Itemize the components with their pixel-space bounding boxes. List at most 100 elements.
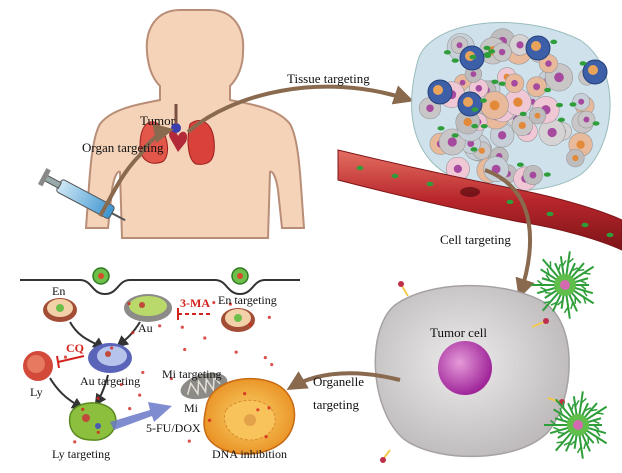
nanoparticle: [470, 147, 478, 152]
label-organelle: Organelle: [313, 374, 365, 389]
nanoparticle: [557, 117, 565, 123]
nanoparticle: [471, 107, 479, 112]
cell-membrane: [20, 279, 300, 296]
tissue-cell-nucleus: [426, 104, 434, 112]
nanoparticle: [544, 87, 552, 93]
label-tumor-cell: Tumor cell: [430, 325, 487, 340]
label-au: Au: [138, 321, 153, 335]
tissue-targeting-arrow: [186, 84, 414, 134]
tissue-cell-nucleus: [547, 127, 557, 138]
tissue-cell-nucleus: [478, 147, 485, 154]
dendritic-cell-bottom: [544, 391, 608, 459]
label-organelle-targeting: targeting: [313, 397, 359, 412]
nanoparticle: [555, 102, 563, 108]
nanoparticle: [606, 232, 614, 238]
nanoparticle: [498, 81, 506, 86]
label-ly: Ly: [30, 385, 43, 399]
tissue-cell-nucleus: [513, 97, 523, 107]
nanoparticle-icon: [92, 267, 110, 285]
nanoparticle: [579, 61, 587, 66]
nanoparticle: [469, 54, 477, 60]
label-cq: CQ: [66, 341, 84, 355]
tissue-cell-nucleus: [497, 131, 507, 140]
tissue-cell-nucleus: [516, 41, 524, 49]
nanoparticle: [543, 172, 551, 177]
nanoparticle: [483, 52, 491, 57]
lysosome: [23, 351, 53, 381]
endosome: [43, 298, 77, 322]
tissue-cell-nucleus: [470, 71, 477, 78]
lysosome-targeted: [68, 402, 117, 441]
nanoparticle: [426, 181, 434, 187]
tissue-cell-nucleus: [578, 98, 585, 105]
label-mi: Mi: [184, 401, 199, 415]
label-organ-targeting: Organ targeting: [82, 140, 164, 155]
tissue-cell-nucleus: [534, 112, 541, 119]
tissue-cell-nucleus: [572, 154, 579, 162]
nanoparticle: [488, 49, 496, 54]
syringe-icon: [37, 168, 126, 222]
label-dna-inhibition: DNA inhibition: [212, 447, 288, 461]
organelle-targeting-arrow: [286, 371, 401, 391]
label-3ma: 3-MA: [180, 296, 210, 310]
label-5fu-dox: 5-FU/DOX: [146, 421, 201, 435]
tumor-stem-cell-nucleus: [463, 97, 473, 107]
nanoparticle-icon: [231, 267, 249, 285]
endosome-targeted: [221, 308, 255, 332]
nanoparticle: [491, 79, 499, 85]
nanoparticle: [581, 222, 589, 228]
tissue-cell-nucleus: [475, 85, 483, 92]
label-cell-targeting: Cell targeting: [440, 232, 511, 247]
right-lung: [187, 120, 215, 165]
tissue-cell-nucleus: [447, 137, 457, 147]
nanoparticle: [480, 123, 488, 129]
tissue-cell-nucleus: [545, 60, 552, 67]
label-en: En: [52, 284, 66, 298]
label-ly-targeting: Ly targeting: [52, 447, 111, 461]
cell-nucleus: [438, 341, 492, 395]
nanoparticle: [550, 39, 558, 45]
tissue-cell-nucleus: [453, 164, 462, 173]
tissue-cell-nucleus: [533, 83, 541, 91]
cq-inhibitor-line: [57, 355, 85, 363]
label-tumor: Tumor: [140, 113, 175, 128]
tissue-cell-nucleus: [518, 121, 526, 130]
nanoparticle: [451, 58, 459, 63]
organ-targeting-arrow: [98, 123, 174, 218]
nanoparticle: [479, 98, 487, 103]
nanoparticle: [391, 173, 399, 179]
tissue-cell-nucleus: [491, 164, 501, 174]
cell-targeting-arrow: [484, 168, 535, 299]
nanoparticle: [451, 133, 459, 138]
tumor-stem-cell-nucleus: [588, 65, 598, 75]
nanoparticle: [519, 111, 527, 117]
nanoparticle: [546, 211, 554, 217]
blood-vessel: [337, 149, 622, 251]
nanoparticle: [443, 50, 451, 55]
tumor-stem-cell-nucleus: [433, 85, 443, 95]
nanoparticle: [506, 199, 514, 205]
tissue-cell-nucleus: [459, 79, 466, 86]
tissue-cell-nucleus: [554, 72, 564, 83]
tumor-cell: [374, 281, 570, 463]
tissue-cell-nucleus: [456, 42, 463, 49]
tissue-cell-nucleus: [511, 79, 518, 87]
drug-transport-arrow: [110, 402, 172, 430]
tissue-cell-nucleus: [583, 116, 590, 123]
nanoparticle: [592, 121, 600, 126]
label-tissue-targeting: Tissue targeting: [287, 71, 370, 86]
tissue-cell-nucleus: [498, 48, 506, 56]
label-en-targeting: En targeting: [218, 293, 277, 307]
nanoparticle: [516, 162, 524, 167]
label-au-targeting: Au targeting: [80, 374, 141, 388]
nanoparticle: [483, 45, 491, 51]
label-mi-targeting: Mi targeting: [162, 367, 222, 381]
tissue-cell-nucleus: [489, 100, 500, 111]
nanoparticle: [437, 126, 445, 131]
drug-particles: [63, 300, 274, 444]
tissue-cell-nucleus: [467, 140, 475, 148]
dendritic-cell-top: [531, 251, 595, 319]
nanoparticle: [471, 123, 479, 129]
nanoparticle: [569, 102, 577, 107]
